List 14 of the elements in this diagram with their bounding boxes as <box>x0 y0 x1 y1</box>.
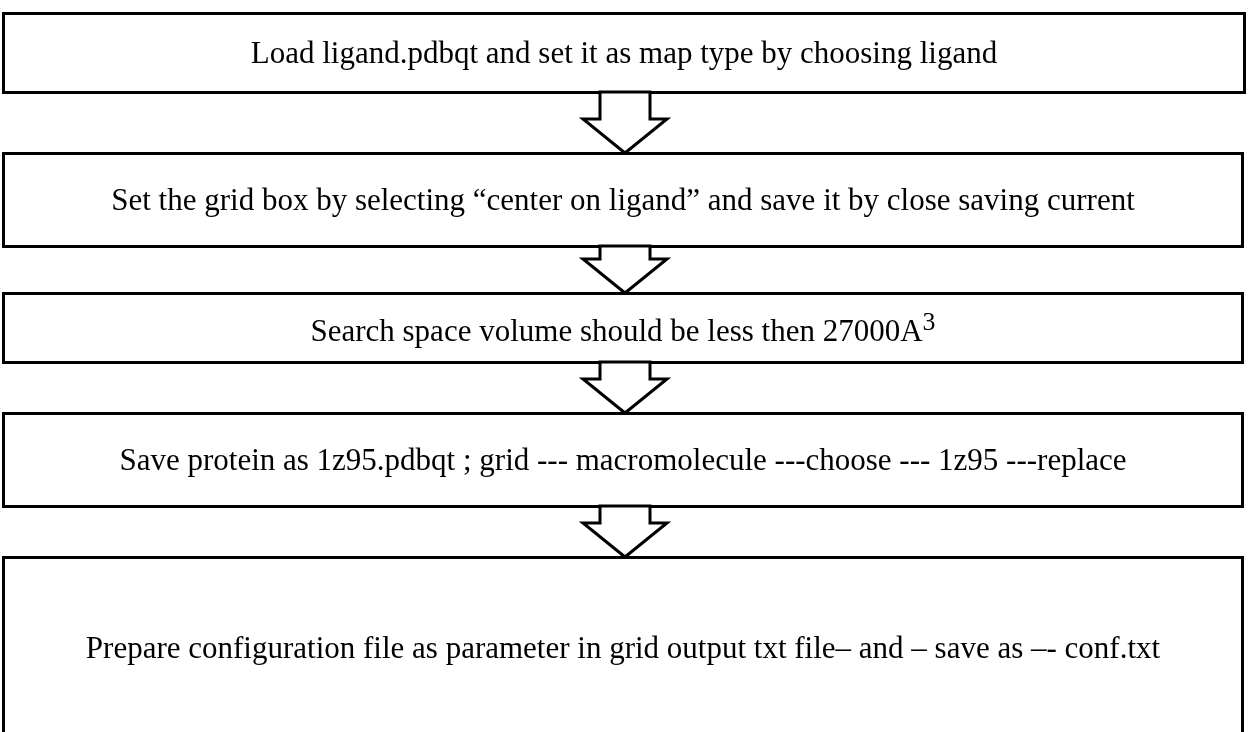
step-text: Load ligand.pdbqt and set it as map type by choosing ligand <box>249 35 999 71</box>
block-arrow <box>578 504 672 559</box>
process-box <box>2 12 1246 94</box>
process-box <box>2 556 1244 732</box>
process-box <box>2 412 1244 508</box>
process-box <box>2 152 1244 248</box>
process-box <box>2 292 1244 364</box>
block-arrow <box>578 90 672 155</box>
step-text: Search space volume should be less then 27000A$^{3}$ <box>309 307 937 349</box>
block-arrow <box>578 244 672 295</box>
block-arrow <box>578 360 672 415</box>
step-text: Prepare configuration file as parameter in grid output txt file– and – save as –- conf.txt <box>84 629 1162 666</box>
step-text: Save protein as 1z95.pdbqt ; grid --- macromolecule ---choose --- 1z95 ---replace <box>118 442 1128 478</box>
step-text: Set the grid box by selecting “center on ligand” and save it by close saving current <box>110 182 1136 218</box>
